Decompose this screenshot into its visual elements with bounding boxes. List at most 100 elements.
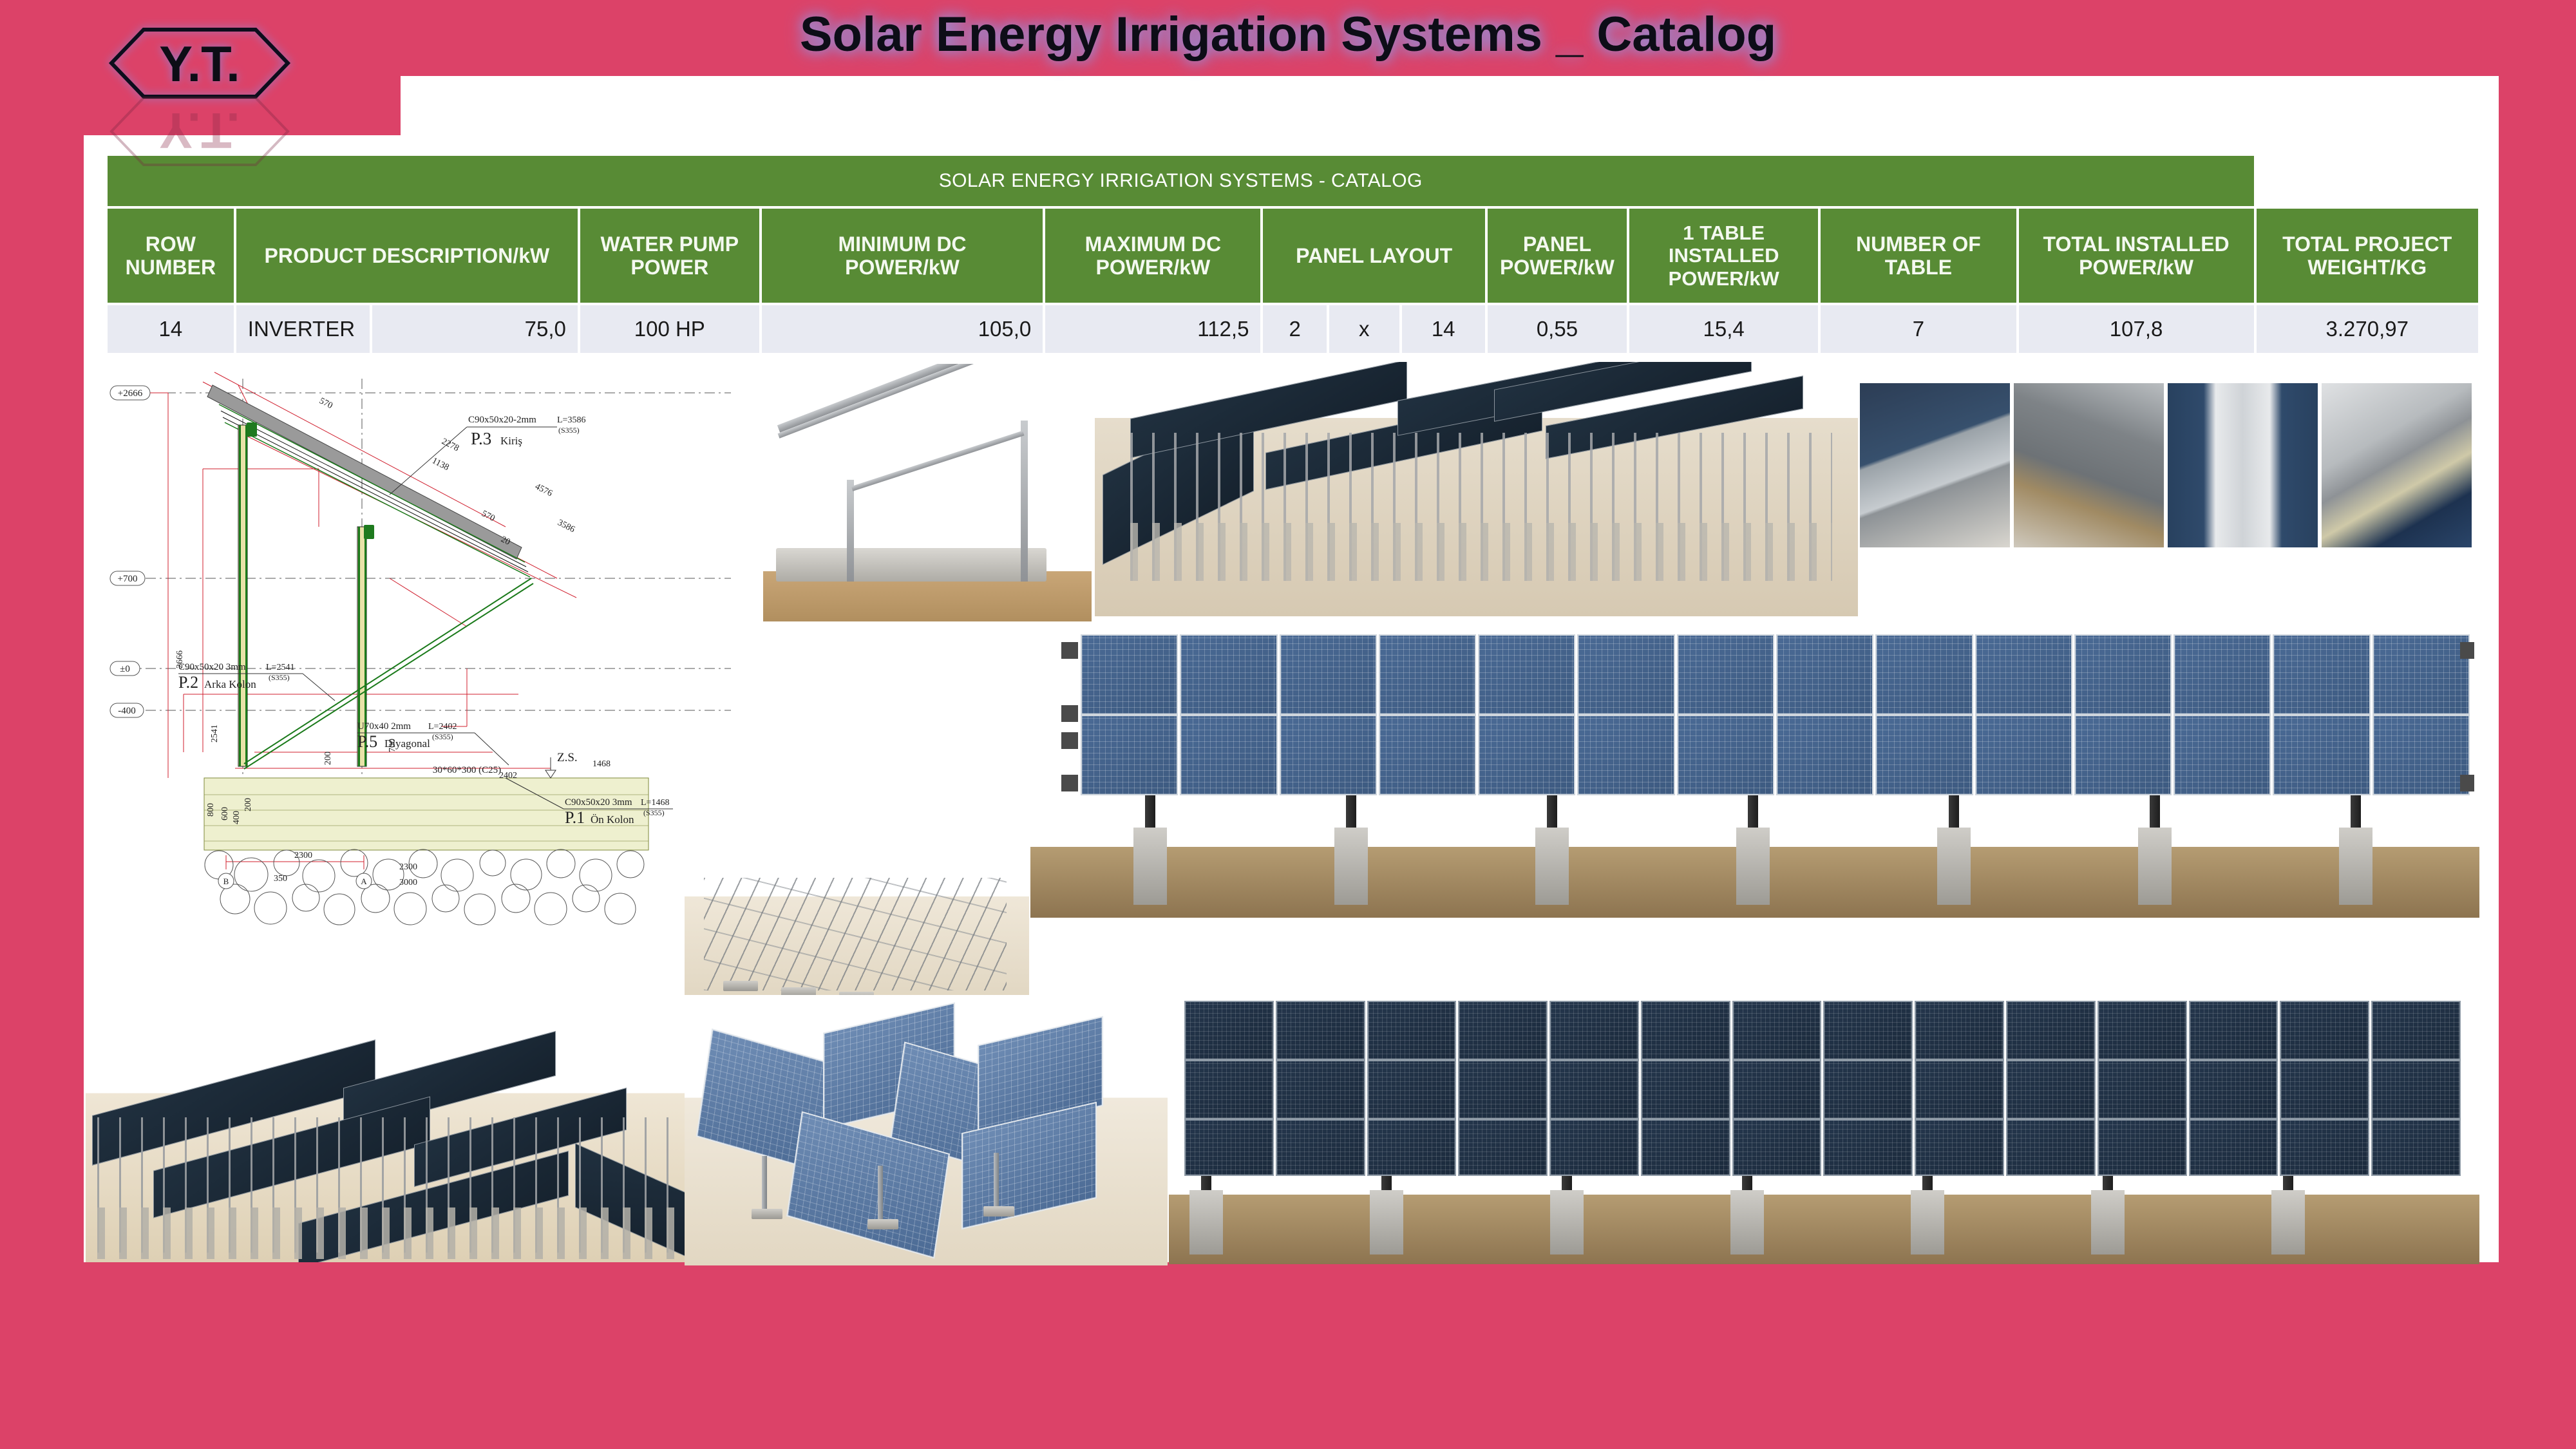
header-row-number: ROW NUMBER xyxy=(106,207,235,304)
cell-panel-power: 0,55 xyxy=(1486,304,1629,354)
cad-section-drawing: +2666 +700 ±0 -400 xyxy=(106,366,750,933)
dark-panel-row-1 xyxy=(1184,1001,2463,1060)
header-water-pump-l2: POWER xyxy=(630,256,709,279)
header-min-dc-l1: MINIMUM DC xyxy=(838,232,967,256)
cell-one-table-installed-power: 15,4 xyxy=(1628,304,1820,354)
p1-profile: C90x50x20 3mm xyxy=(565,797,632,808)
p2-name: Arka Kolon xyxy=(204,678,256,690)
catalog-banner: SOLAR ENERGY IRRIGATION SYSTEMS - CATALO… xyxy=(106,155,2255,207)
header-one-table-l2: INSTALLED xyxy=(1668,244,1779,267)
dim-v-5: 400 xyxy=(232,811,242,824)
p5-length: L=2402 xyxy=(428,722,457,732)
company-logo: Y.T. Y.T. xyxy=(106,24,293,166)
dim-v-2: 2541 xyxy=(210,724,220,743)
p3-name: Kiriş xyxy=(500,435,522,447)
p3-profile: C90x50x20-2mm xyxy=(468,415,536,425)
columns xyxy=(238,424,367,767)
mounting-detail-photos xyxy=(1860,383,2472,547)
diagonal-brace xyxy=(243,578,534,770)
blue-panel-tables-render xyxy=(685,995,1168,1265)
hexagon-outline-icon xyxy=(108,28,291,99)
cell-panel-layout-cols: 14 xyxy=(1400,304,1486,354)
header-panel-power: PANEL POWER/kW xyxy=(1486,207,1629,304)
cell-total-project-weight: 3.270,97 xyxy=(2255,304,2479,354)
single-table-frame-render xyxy=(763,364,1092,621)
header-one-table-installed-power: 1 TABLE INSTALLED POWER/kW xyxy=(1628,207,1820,304)
level-mark-2: +700 xyxy=(118,574,138,584)
level-mark-4: -400 xyxy=(118,706,136,716)
p2-profile: C90x50x20 3mm xyxy=(178,662,246,672)
render-rear-column xyxy=(847,480,854,582)
dim-rafter-8: 4576 xyxy=(533,482,554,498)
logo-text: Y.T. xyxy=(159,35,240,92)
table-banner-row: SOLAR ENERGY IRRIGATION SYSTEMS - CATALO… xyxy=(106,155,2479,207)
part-callout-p2: C90x50x20 3mm L=2541 (S355) P.2 Arka Kol… xyxy=(178,662,336,701)
header-number-of-table: NUMBER OF TABLE xyxy=(1819,207,2018,304)
dim-rafter-11: 2402 xyxy=(499,771,517,781)
header-total-installed-l2: POWER/kW xyxy=(2079,256,2193,279)
header-total-installed-power: TOTAL INSTALLED POWER/kW xyxy=(2017,207,2255,304)
dim-rafter-12: 1468 xyxy=(592,759,611,769)
cell-row-number: 14 xyxy=(106,304,235,354)
panel-clamps xyxy=(247,422,374,539)
level-mark-1: +2666 xyxy=(118,388,143,399)
header-row-number-l2: NUMBER xyxy=(125,256,216,279)
mounting-detail-photo-4 xyxy=(2322,383,2472,547)
header-max-dc-l2: POWER/kW xyxy=(1095,256,1211,279)
dark-panel-rows-render xyxy=(86,1021,685,1262)
p2-length: L=2541 xyxy=(266,663,294,672)
header-panel-power-l1: PANEL xyxy=(1522,232,1591,256)
dim-rafter-10: 20 xyxy=(499,535,511,547)
dim-rafter-2: 570 xyxy=(480,509,497,524)
array-front-elevation-blue xyxy=(1030,634,2479,918)
header-water-pump-power: WATER PUMP POWER xyxy=(578,207,761,304)
mounting-detail-photo-3 xyxy=(2168,383,2318,547)
header-total-project-weight: TOTAL PROJECT WEIGHT/KG xyxy=(2255,207,2479,304)
header-row-number-l1: ROW xyxy=(145,232,196,256)
dim-rafter-5: 1138 xyxy=(430,456,450,473)
foundation: 30*60*300 (C25) xyxy=(204,765,649,851)
page-title: Solar Energy Irrigation Systems _ Catalo… xyxy=(799,7,1777,62)
p1-length: L=1468 xyxy=(641,798,669,808)
header-panel-layout: PANEL LAYOUT xyxy=(1262,207,1486,304)
header-total-weight-l1: TOTAL PROJECT xyxy=(2282,232,2452,256)
mounting-detail-photo-1 xyxy=(1860,383,2010,547)
p1-steel: (S355) xyxy=(643,808,665,817)
svg-text:Y.T.: Y.T. xyxy=(159,102,240,159)
cell-panel-layout-rows: 2 xyxy=(1262,304,1328,354)
level-marks: +2666 +700 ±0 -400 xyxy=(109,385,151,718)
cell-product-description: INVERTER xyxy=(234,304,372,354)
p3-length: L=3586 xyxy=(557,415,585,425)
part-callouts: C90x50x20-2mm L=3586 (S355) P.3 Kiriş C9… xyxy=(178,415,673,827)
rafter-beam xyxy=(207,384,531,578)
dim-base-1: 350 xyxy=(274,874,287,884)
cell-product-kw: 75,0 xyxy=(371,304,579,354)
content-sheet-top xyxy=(401,76,2499,147)
header-min-dc-l2: POWER/kW xyxy=(845,256,960,279)
axis-mark-b: B xyxy=(223,876,229,886)
cell-minimum-dc-power: 105,0 xyxy=(760,304,1045,354)
dim-rafter-1: 570 xyxy=(317,396,334,411)
catalog-table: SOLAR ENERGY IRRIGATION SYSTEMS - CATALO… xyxy=(106,155,2479,354)
dim-v-7: 200 xyxy=(323,752,333,765)
dim-rafter-4: 2278 xyxy=(440,437,460,453)
dim-base-3: 3000 xyxy=(399,878,417,887)
dim-rafter-9: 3586 xyxy=(556,518,576,535)
render-diagonal xyxy=(851,430,1025,491)
part-callout-p3: C90x50x20-2mm L=3586 (S355) P.3 Kiriş xyxy=(389,415,585,495)
header-number-of-table-l1: NUMBER OF xyxy=(1856,232,1981,256)
dark-panel-row-2 xyxy=(1184,1060,2463,1119)
p3-code: P.3 xyxy=(471,429,491,448)
p5-steel: (S355) xyxy=(432,732,453,741)
header-panel-power-l2: POWER/kW xyxy=(1500,256,1615,279)
header-number-of-table-l2: TABLE xyxy=(1884,256,1953,279)
p2-code: P.2 xyxy=(178,673,198,692)
header-one-table-l1: 1 TABLE xyxy=(1683,222,1765,244)
render-front-column xyxy=(1021,421,1028,582)
dim-base-4: 2300 xyxy=(294,851,312,860)
dim-v-4: 600 xyxy=(220,807,230,820)
dark-panel-row-3 xyxy=(1184,1119,2463,1176)
dim-base-2: 2300 xyxy=(399,862,417,872)
rubble-hatch xyxy=(204,849,645,925)
table-header-row: ROW NUMBER PRODUCT DESCRIPTION/kW WATER … xyxy=(106,207,2479,304)
